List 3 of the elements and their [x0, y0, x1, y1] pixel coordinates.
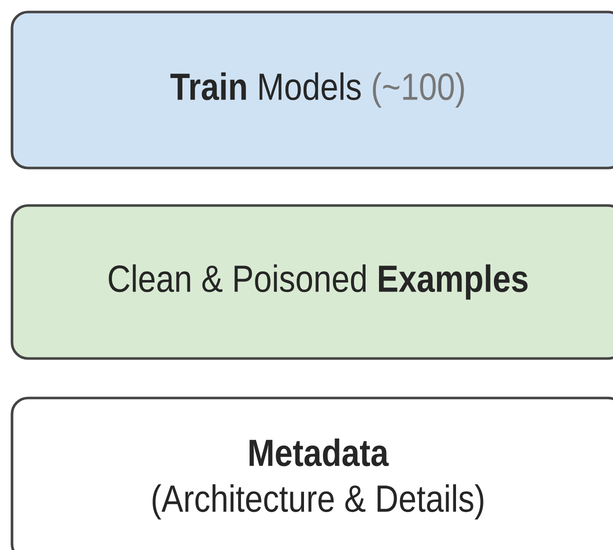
text-box: Train Models (~100) — [10, 10, 613, 170]
text-box: Clean & Poisoned Examples — [10, 204, 613, 360]
text-box: Metadata (Architecture & Details) — [10, 396, 613, 550]
